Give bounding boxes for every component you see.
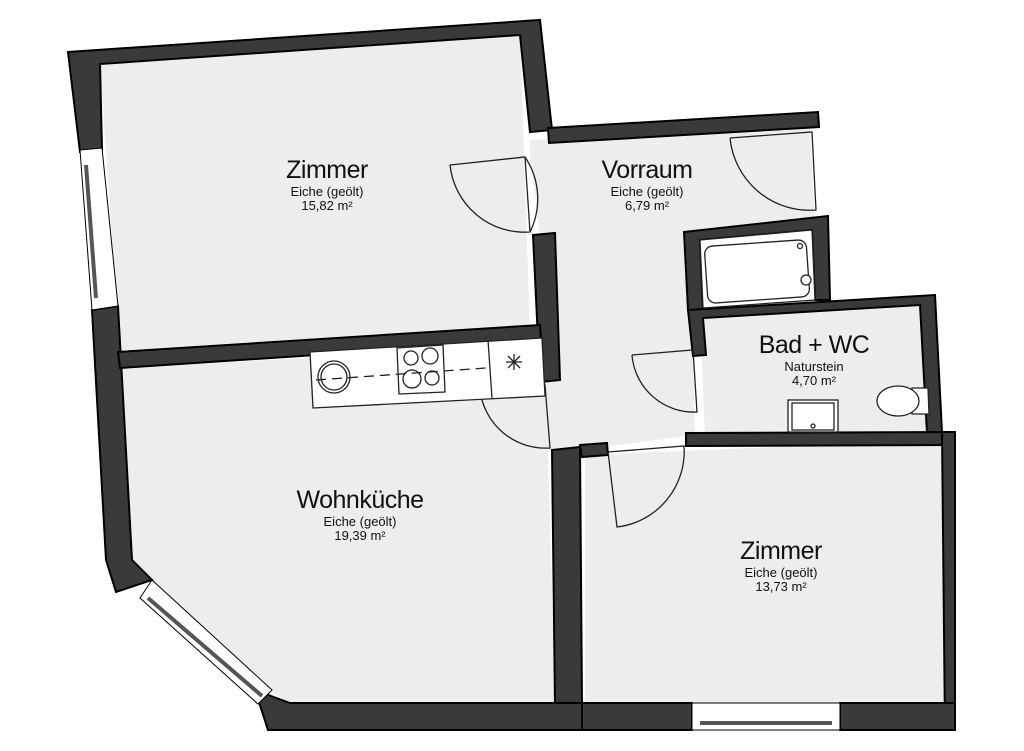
door-bad [631,349,698,413]
wall-south-corner [839,702,956,731]
bathtub-icon [699,229,816,309]
washbasin-icon [787,399,839,433]
wall-south-east [581,702,693,731]
room-name: Zimmer [286,156,368,184]
floor-zimmer-1 [100,35,530,355]
room-label-wohnkueche: Wohnküche Eiche (geölt) 19,39 m² [296,486,424,543]
cooktop-icon [396,344,446,395]
room-floor-material: Naturstein [784,358,844,374]
extractor-icon [506,354,522,370]
room-floor-material: Eiche (geölt) [323,513,397,529]
wall-vorraum-north [546,110,821,145]
room-name: Wohnküche [296,486,424,514]
room-label-bad-wc: Bad + WC Naturstein 4,70 m² [758,331,870,388]
room-area: 15,82 m² [301,197,353,213]
door-wohnkueche [479,384,551,449]
room-label-vorraum: Vorraum Eiche (geölt) 6,79 m² [601,156,693,213]
room-floor-material: Eiche (geölt) [610,183,684,199]
wall-bad [686,293,944,435]
wall-stub [578,441,610,459]
room-name: Vorraum [601,156,693,184]
floor-zimmer-2 [585,440,948,705]
floor-bad [700,302,930,438]
room-area: 19,39 m² [334,527,386,543]
room-label-zimmer-1: Zimmer Eiche (geölt) 15,82 m² [286,156,368,213]
room-floor-material: Eiche (geölt) [744,564,818,580]
window-diagonal [139,579,273,705]
floor-vorraum [530,125,815,450]
wall-zimmer-2-west [550,445,584,706]
doors [449,131,817,528]
room-name: Zimmer [740,537,822,565]
toilet-icon [876,385,930,417]
room-floor-material: Eiche (geölt) [290,183,364,199]
room-area: 13,73 m² [755,578,807,594]
door-entrance [729,131,817,211]
floor-wohnkueche [120,345,555,703]
window-west [79,147,119,311]
room-area: 6,79 m² [624,197,670,213]
floor-areas [100,35,948,705]
kitchen-counter [309,337,546,409]
room-label-zimmer-2: Zimmer Eiche (geölt) 13,73 m² [740,537,822,594]
door-zimmer-1 [449,156,539,233]
wall-bad-south [685,430,956,448]
room-area: 4,70 m² [791,372,837,388]
sink-icon [317,360,351,394]
window-south [691,702,841,731]
room-name: Bad + WC [758,331,870,359]
door-zimmer-2 [607,445,685,528]
wall-east [940,431,956,731]
